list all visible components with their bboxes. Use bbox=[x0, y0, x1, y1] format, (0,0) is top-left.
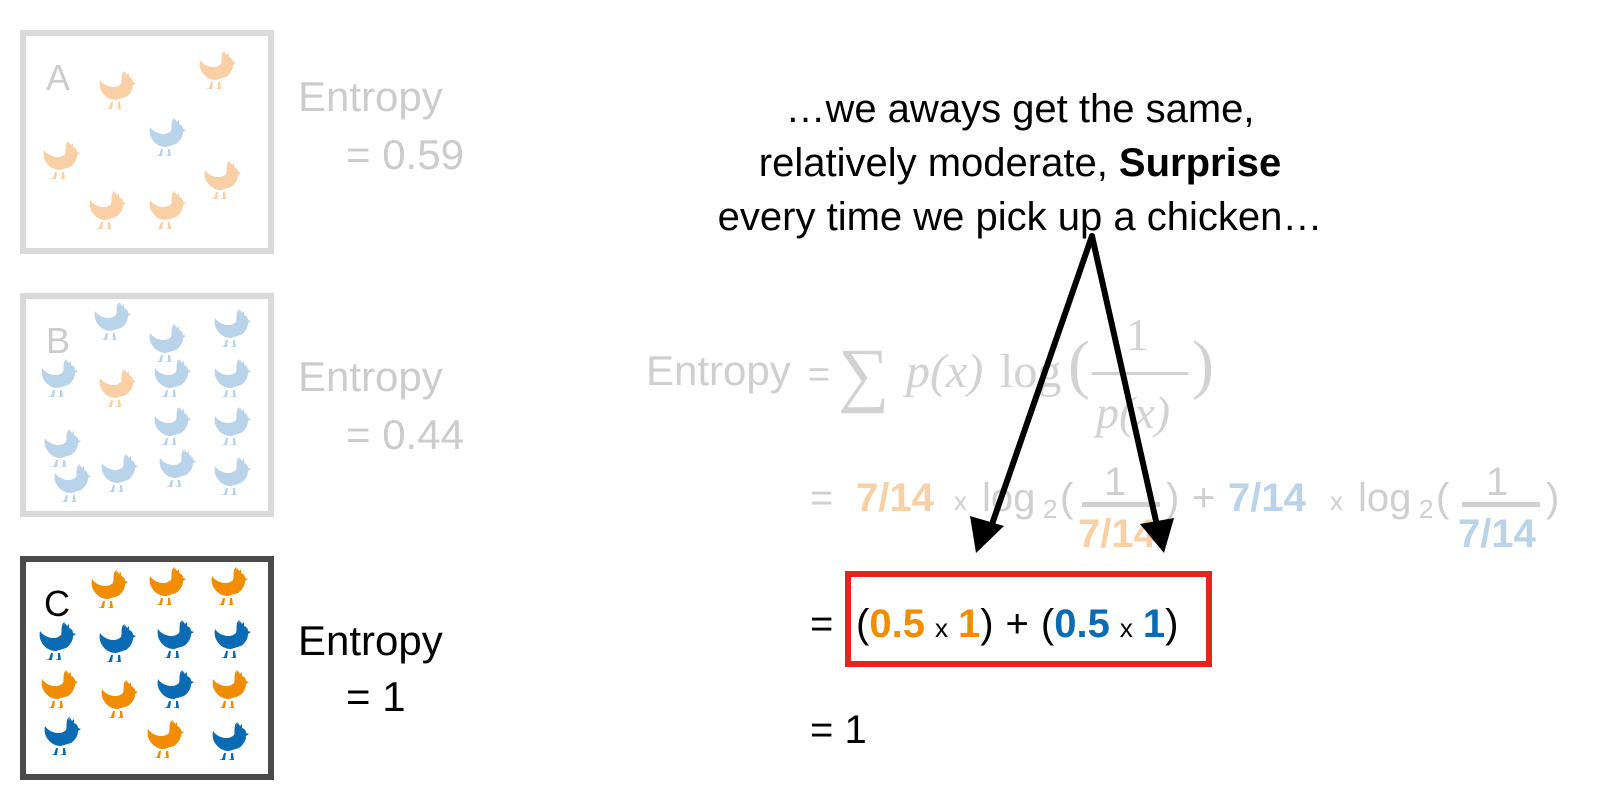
arrowhead-icon bbox=[970, 516, 1004, 553]
line3-prob-blue: 0.5 bbox=[1054, 602, 1110, 646]
group-a-entropy-word: Entropy bbox=[298, 73, 443, 120]
chicken-icon bbox=[41, 670, 78, 708]
chicken-icon bbox=[147, 720, 184, 758]
chicken-icon bbox=[199, 51, 236, 89]
line2-numerator-2: 1 bbox=[1486, 460, 1509, 504]
line2-prob-orange: 7/14 bbox=[856, 476, 934, 520]
line2-prob-blue: 7/14 bbox=[1228, 476, 1306, 520]
caption-text: …we aways get the same, relatively moder… bbox=[640, 82, 1400, 244]
chicken-icon bbox=[214, 407, 251, 445]
formula-denominator: p(x) bbox=[1096, 387, 1171, 438]
formula-entropy-word: Entropy bbox=[646, 347, 791, 394]
line2-times-1: x bbox=[954, 486, 967, 516]
chicken-icon bbox=[149, 324, 186, 362]
line3-surprise-orange: 1 bbox=[957, 602, 981, 646]
formula-px: p(x) bbox=[906, 345, 984, 398]
highlight-box bbox=[845, 571, 1212, 667]
group-a-letter: A bbox=[46, 57, 71, 98]
chicken-icon bbox=[99, 624, 136, 662]
line4-result: = 1 bbox=[810, 708, 867, 752]
line2-log-base-2: 2 bbox=[1419, 494, 1434, 524]
chicken-icon bbox=[99, 71, 136, 109]
chicken-icon bbox=[44, 429, 81, 467]
chicken-icon bbox=[101, 680, 138, 718]
group-c-letter: C bbox=[44, 583, 70, 624]
chicken-icon bbox=[214, 359, 251, 397]
chicken-icon bbox=[154, 407, 191, 445]
line2-log-base-1: 2 bbox=[1043, 494, 1058, 524]
group-c-box: C bbox=[20, 556, 274, 780]
chicken-icon bbox=[91, 570, 128, 608]
line3-close-paren-2: ) bbox=[1165, 602, 1179, 646]
caption-line-2: relatively moderate, Surprise bbox=[640, 136, 1400, 190]
line2-log-2: log bbox=[1358, 476, 1412, 520]
line2-times-2: x bbox=[1330, 486, 1343, 516]
line3-equals: = bbox=[810, 602, 834, 646]
chicken-icon bbox=[44, 717, 81, 755]
chicken-icon bbox=[41, 359, 78, 397]
chicken-icon bbox=[54, 464, 91, 502]
line3-times-2: x bbox=[1119, 613, 1133, 643]
line2-right-paren-1: ) bbox=[1166, 476, 1180, 520]
line2-denominator-2: 7/14 bbox=[1458, 512, 1536, 556]
chicken-icon bbox=[212, 722, 249, 760]
formula-numerator: 1 bbox=[1126, 309, 1149, 360]
line3-times-1: x bbox=[934, 613, 948, 643]
line2-log-1: log bbox=[982, 476, 1036, 520]
formula-right-paren: ) bbox=[1192, 328, 1214, 401]
chicken-icon bbox=[159, 449, 196, 487]
chicken-icon bbox=[214, 457, 251, 495]
line2-fraction-bar-2 bbox=[1462, 502, 1540, 507]
chicken-icon bbox=[214, 309, 251, 347]
chicken-icon bbox=[214, 620, 251, 658]
chicken-icon bbox=[157, 620, 194, 658]
group-c-entropy-value: = 1 bbox=[346, 673, 406, 720]
chicken-icon bbox=[211, 567, 248, 605]
group-b-entropy-word: Entropy bbox=[298, 353, 443, 400]
line3-prob-orange: 0.5 bbox=[869, 602, 925, 646]
group-a-box: A bbox=[20, 30, 274, 254]
chicken-icon bbox=[89, 191, 126, 229]
formula-left-paren: ( bbox=[1068, 328, 1090, 401]
line3-plus: + bbox=[1005, 602, 1029, 646]
line2-equals: = bbox=[810, 476, 834, 520]
chicken-icon bbox=[157, 670, 194, 708]
line2-right-paren-2: ) bbox=[1546, 476, 1560, 520]
line2-plus: + bbox=[1192, 476, 1216, 520]
group-b-letter: B bbox=[46, 320, 71, 361]
line3-open-paren-1: ( bbox=[856, 602, 870, 646]
line2-numerator-1: 1 bbox=[1104, 460, 1127, 504]
chicken-icon bbox=[154, 359, 191, 397]
line2-fraction-bar-1 bbox=[1082, 502, 1160, 507]
caption-surprise-word: Surprise bbox=[1118, 141, 1282, 185]
chicken-icon bbox=[99, 369, 136, 407]
chicken-icon bbox=[39, 622, 76, 660]
line2-left-paren-2: ( bbox=[1436, 476, 1450, 520]
chicken-icon bbox=[94, 302, 131, 340]
line3-open-paren-2: ( bbox=[1040, 602, 1055, 646]
caption-line-1: …we aways get the same, bbox=[785, 87, 1255, 131]
group-b-box: B bbox=[20, 293, 274, 517]
chicken-icon bbox=[149, 191, 186, 229]
line2-left-paren-1: ( bbox=[1060, 476, 1074, 520]
line3-close-paren-1: ) bbox=[980, 602, 994, 646]
formula-fraction-bar bbox=[1092, 372, 1188, 375]
line2-denominator-1: 7/14 bbox=[1078, 512, 1156, 556]
formula-equals: = bbox=[808, 354, 831, 396]
caption-line-2-text: relatively moderate, bbox=[758, 141, 1119, 185]
chicken-icon bbox=[212, 670, 249, 708]
group-c-entropy-word: Entropy bbox=[298, 617, 443, 664]
formula-log: log bbox=[1000, 345, 1062, 398]
group-a-entropy-value: = 0.59 bbox=[346, 131, 464, 178]
chicken-icon bbox=[149, 118, 186, 156]
formula-sum-symbol: ∑ bbox=[838, 334, 890, 414]
chicken-icon bbox=[204, 161, 241, 199]
chicken-icon bbox=[43, 141, 80, 179]
chicken-icon bbox=[149, 567, 186, 605]
line3-surprise-blue: 1 bbox=[1142, 602, 1166, 646]
caption-line-3: every time we pick up a chicken… bbox=[717, 195, 1323, 239]
chicken-icon bbox=[101, 454, 138, 492]
group-b-entropy-value: = 0.44 bbox=[346, 411, 464, 458]
